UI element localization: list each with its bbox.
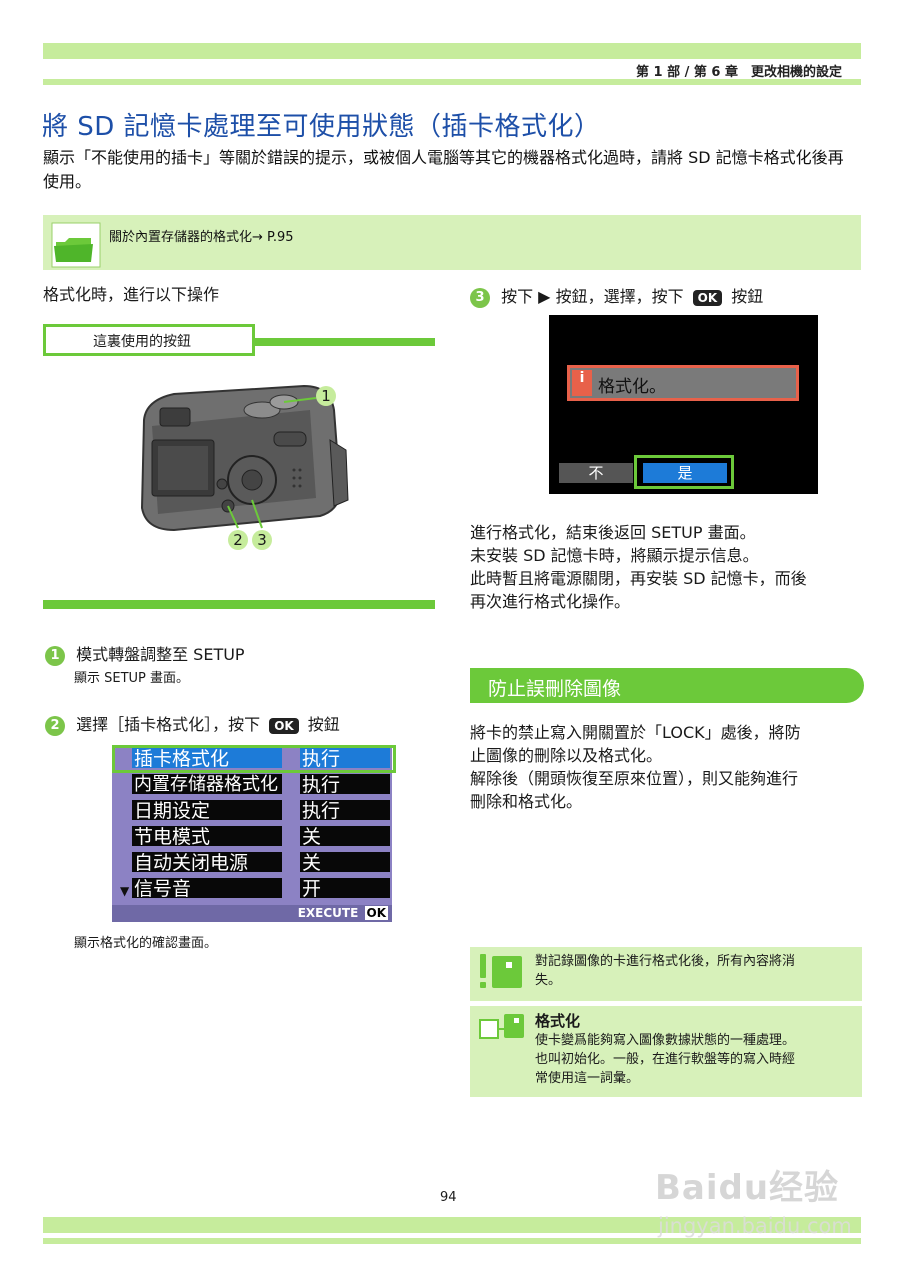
yes-button[interactable]: 是 <box>643 463 727 483</box>
term-line-1: 使卡變爲能夠寫入圖像數據狀態的一種處理。 <box>535 1033 796 1048</box>
page-title: 將 SD 記憶卡處理至可使用狀態（插卡格式化） <box>42 112 601 142</box>
menu-row-value: 关 <box>300 826 390 848</box>
callout-1: 1 <box>316 386 336 406</box>
confirm-message-text: 格式化。 <box>598 377 666 397</box>
menu-row-label: 自动关闭电源 <box>132 852 282 874</box>
step-3-suffix: 按鈕 <box>731 287 764 306</box>
yes-selection-highlight <box>634 455 734 489</box>
step-1-subtext: 顯示 SETUP 畫面。 <box>74 671 190 686</box>
step-1: 1 模式轉盤調整至 SETUP <box>45 641 245 666</box>
menu-row-label: 日期设定 <box>132 800 282 822</box>
after-line-1: 進行格式化，結束後返回 SETUP 畫面。 <box>470 523 756 542</box>
step-2-text: 選擇［插卡格式化］，按下 <box>76 715 261 734</box>
buttons-heading-label: 這裏使用的按鈕 <box>93 334 191 350</box>
after-format-text: 進行格式化，結束後返回 SETUP 畫面。 未安裝 SD 記憶卡時，將顯示提示信… <box>470 521 807 613</box>
footer-band-bottom <box>43 1238 861 1244</box>
protect-line-2: 止圖像的刪除以及格式化。 <box>470 746 663 765</box>
menu-row-label: 信号音 <box>132 878 282 900</box>
menu-row-value: 关 <box>300 852 390 874</box>
intro-text: 顯示「不能使用的插卡」等關於錯誤的提示，或被個人電腦等其它的機器格式化過時，請將… <box>43 148 844 191</box>
menu-row-label: 插卡格式化 <box>132 748 282 770</box>
setup-menu-screen: 插卡格式化 执行 内置存储器格式化 执行 日期设定 执行 节电模式 关 自动关闭… <box>112 745 392 922</box>
ok-button-icon: OK <box>269 717 299 734</box>
protect-line-4: 刪除和格式化。 <box>470 792 583 811</box>
no-button[interactable]: 不 <box>559 463 633 483</box>
format-confirm-screen: i 格式化。 不 是 <box>549 315 818 494</box>
step-1-number: 1 <box>45 645 65 666</box>
confirm-message-box: i 格式化。 <box>567 365 799 401</box>
scroll-down-arrow-icon: ▼ <box>120 884 130 898</box>
term-box <box>470 1006 862 1097</box>
term-text: 使卡變爲能夠寫入圖像數據狀態的一種處理。 也叫初始化。一般，在進行軟盤等的寫入時… <box>535 1031 795 1088</box>
protect-line-3: 解除後（開頭恢復至原來位置），則又能夠進行 <box>470 769 799 788</box>
folder-icon <box>51 222 101 272</box>
section-heading-pill: 防止誤刪除圖像 <box>470 668 864 703</box>
after-line-2: 未安裝 SD 記憶卡時，將顯示提示信息。 <box>470 546 759 565</box>
menu-row-beep[interactable]: 信号音 开 <box>132 878 390 900</box>
memo-icon <box>478 1012 526 1046</box>
menu-row-auto-off[interactable]: 自动关闭电源 关 <box>132 852 390 874</box>
callout-3: 3 <box>252 530 272 550</box>
callout-2-label: 2 <box>233 531 243 549</box>
term-title: 格式化 <box>535 1012 581 1030</box>
step-3-text: 按下 ▶ 按鈕，選擇，按下 <box>501 287 684 306</box>
buttons-heading-box <box>43 324 255 356</box>
callout-1-label: 1 <box>321 387 331 405</box>
info-icon: i <box>572 370 592 396</box>
menu-row-card-format[interactable]: 插卡格式化 执行 <box>132 748 390 770</box>
caution-box <box>470 947 862 1001</box>
section-heading-text: 防止誤刪除圖像 <box>488 678 622 700</box>
header-breadcrumb: 第 1 部 / 第 6 章 更改相機的設定 <box>636 65 842 80</box>
menu-row-internal-format[interactable]: 内置存储器格式化 执行 <box>132 774 390 796</box>
callout-2: 2 <box>228 530 248 550</box>
buttons-section-bottom-bar <box>43 600 435 609</box>
left-lead-text: 格式化時，進行以下操作 <box>43 285 220 304</box>
protect-text: 將卡的禁止寫入開關置於「LOCK」處後，將防 止圖像的刪除以及格式化。 解除後（… <box>470 721 801 813</box>
menu-row-value: 执行 <box>300 774 390 796</box>
menu-row-power-save[interactable]: 节电模式 关 <box>132 826 390 848</box>
step-3-number: 3 <box>470 287 490 308</box>
header-band-bottom <box>43 79 861 85</box>
footer-band-top <box>43 1217 861 1233</box>
step-2-number: 2 <box>45 715 65 736</box>
term-line-2: 也叫初始化。一般，在進行軟盤等的寫入時經 <box>535 1052 796 1067</box>
execute-label: EXECUTE <box>297 906 359 920</box>
camera-illustration <box>134 380 354 554</box>
menu-row-label: 内置存储器格式化 <box>132 774 282 795</box>
caution-icon <box>476 952 524 996</box>
step-2-suffix: 按鈕 <box>307 715 340 734</box>
ok-button-icon: OK <box>692 289 723 306</box>
step-2: 2 選擇［插卡格式化］，按下 OK 按鈕 <box>45 711 340 736</box>
protect-line-1: 將卡的禁止寫入開關置於「LOCK」處後，將防 <box>470 723 801 742</box>
page-number: 94 <box>440 1190 457 1205</box>
reference-note-text[interactable]: 關於內置存儲器的格式化→ P.95 <box>109 230 294 245</box>
reference-note-box <box>43 215 861 270</box>
header-band-mid <box>43 63 861 67</box>
caution-text: 對記錄圖像的卡進行格式化後，所有內容將消 失。 <box>535 952 795 990</box>
step-2-caption: 顯示格式化的確認畫面。 <box>74 936 218 951</box>
after-line-4: 再次進行格式化操作。 <box>470 592 631 611</box>
caution-line-1: 對記錄圖像的卡進行格式化後，所有內容將消 <box>535 954 796 969</box>
menu-row-value: 执行 <box>300 748 390 770</box>
header-band-top <box>43 43 861 59</box>
after-line-3: 此時暫且將電源關閉，再安裝 SD 記憶卡，而後 <box>470 569 807 588</box>
watermark-logo: Baidu经验 <box>655 1168 840 1208</box>
execute-ok-icon: OK <box>364 906 388 920</box>
menu-row-label: 节电模式 <box>132 826 282 848</box>
menu-selection-highlight <box>112 745 396 773</box>
menu-row-date[interactable]: 日期设定 执行 <box>132 800 390 822</box>
menu-row-value: 执行 <box>300 800 390 822</box>
term-line-3: 常使用這一詞彙。 <box>535 1071 640 1086</box>
step-1-text: 模式轉盤調整至 SETUP <box>76 645 245 664</box>
step-3: 3 按下 ▶ 按鈕，選擇，按下 OK 按鈕 <box>470 283 763 308</box>
menu-row-value: 开 <box>300 878 390 900</box>
watermark-url: jingyan.baidu.com <box>658 1214 852 1238</box>
menu-footer: EXECUTE OK <box>112 905 392 922</box>
callout-3-label: 3 <box>257 531 267 549</box>
caution-line-2: 失。 <box>535 973 562 988</box>
